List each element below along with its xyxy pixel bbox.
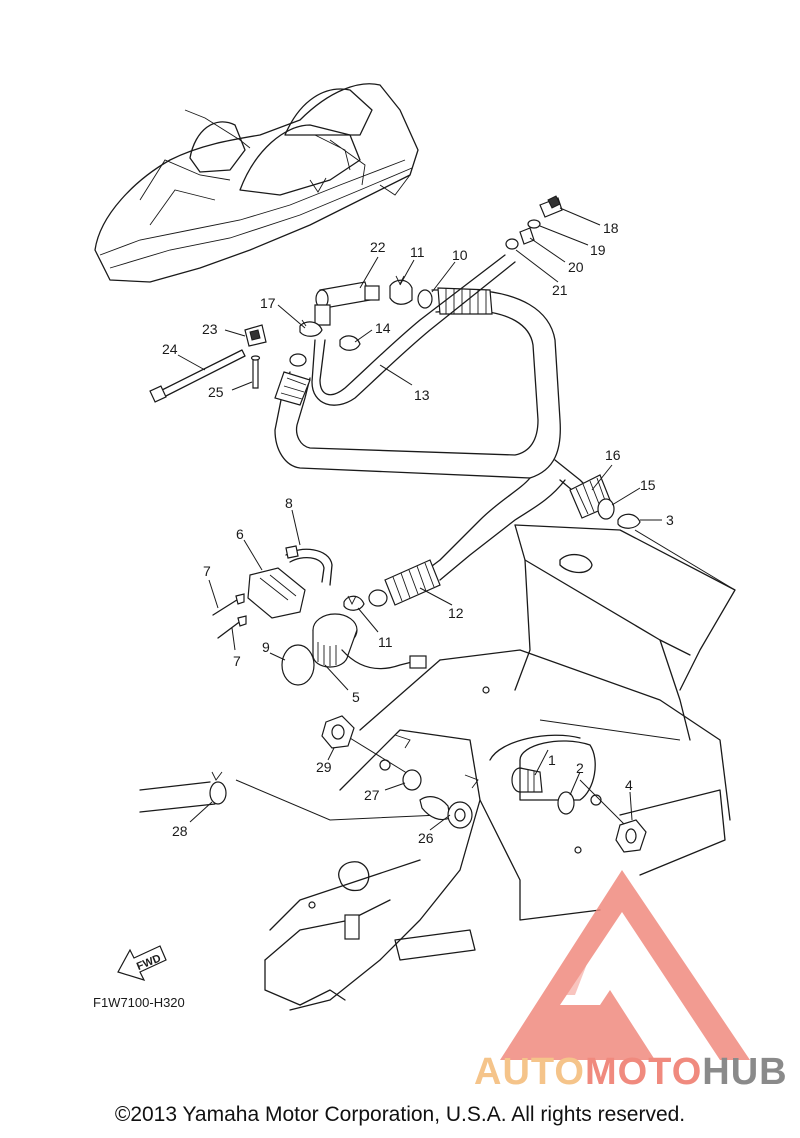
fitting-22 xyxy=(314,281,380,326)
callout-13: 13 xyxy=(414,387,430,403)
clamp-11-bottom xyxy=(343,595,365,611)
watermark-logo: AUTOMOTOHUB xyxy=(474,1052,788,1092)
watermark-word-auto: AUTO xyxy=(474,1051,585,1093)
hose-bellows-left xyxy=(274,353,311,406)
hose-bellows-bottom xyxy=(368,559,441,607)
callout-24: 24 xyxy=(162,341,178,357)
callout-18: 18 xyxy=(603,220,619,236)
hose-28 xyxy=(139,771,227,813)
fwd-arrow-icon: FWD xyxy=(117,945,167,981)
callout-26: 26 xyxy=(418,830,434,846)
callout-16: 16 xyxy=(605,447,621,463)
callout-22: 22 xyxy=(370,239,386,255)
screw-7-lower xyxy=(217,615,247,639)
callout-2: 2 xyxy=(576,760,584,776)
callout-11-top: 11 xyxy=(410,244,425,260)
callout-21: 21 xyxy=(552,282,568,298)
hull-section xyxy=(264,524,736,1011)
nut-4 xyxy=(615,819,647,853)
pin-25 xyxy=(250,355,261,389)
band-8 xyxy=(285,545,333,586)
callout-23: 23 xyxy=(202,321,218,337)
holder-23 xyxy=(244,324,267,347)
callout-29: 29 xyxy=(316,759,332,775)
diagram-code: F1W7100-H320 xyxy=(93,995,185,1010)
washer-2 xyxy=(557,791,575,815)
leader-lines xyxy=(177,207,662,831)
nut-20 xyxy=(519,227,535,245)
vent-hose-assembly xyxy=(274,195,641,611)
callout-5: 5 xyxy=(352,689,360,705)
watermark-word-moto: MOTO xyxy=(584,1051,703,1093)
callout-17: 17 xyxy=(260,295,276,311)
washer-19 xyxy=(527,219,541,229)
bracket-6 xyxy=(247,567,306,619)
callout-28: 28 xyxy=(172,823,188,839)
fitting-26 xyxy=(419,796,473,829)
screw-7-upper xyxy=(212,593,245,616)
callout-10: 10 xyxy=(452,247,468,263)
callout-8: 8 xyxy=(285,495,293,511)
callout-1: 1 xyxy=(548,752,556,768)
callout-4: 4 xyxy=(625,777,633,793)
callout-12: 12 xyxy=(448,605,464,621)
callout-11-bottom: 11 xyxy=(378,634,393,650)
watermark-word-hub: HUB xyxy=(702,1051,788,1093)
callout-labels: 1 2 3 4 5 6 7 7 8 9 10 11 11 12 13 14 15… xyxy=(162,220,674,846)
bilge-pump-5 xyxy=(312,613,427,670)
watercraft-overview xyxy=(94,83,419,283)
callout-20: 20 xyxy=(568,259,584,275)
callout-7-upper: 7 xyxy=(203,563,211,579)
washer-27 xyxy=(402,769,422,791)
hose-bellows-right xyxy=(569,474,615,520)
callout-6: 6 xyxy=(236,526,244,542)
callout-25: 25 xyxy=(208,384,224,400)
callout-3: 3 xyxy=(666,512,674,528)
callout-27: 27 xyxy=(364,787,380,803)
callout-15: 15 xyxy=(640,477,656,493)
clamp-14 xyxy=(339,335,361,351)
cap-9 xyxy=(281,644,315,686)
cable-tie-24 xyxy=(149,349,246,403)
callout-9: 9 xyxy=(262,639,270,655)
callout-14: 14 xyxy=(375,320,391,336)
bolt-18 xyxy=(539,195,563,218)
collar-21 xyxy=(505,238,519,250)
callout-7-lower: 7 xyxy=(233,653,241,669)
fitting-1 xyxy=(511,767,543,793)
nut-29 xyxy=(321,715,355,749)
automotohub-logo-icon xyxy=(500,870,750,1060)
clamp-11-top xyxy=(389,275,413,305)
copyright-footer: ©2013 Yamaha Motor Corporation, U.S.A. A… xyxy=(114,1103,686,1126)
callout-19: 19 xyxy=(590,242,606,258)
clamp-3 xyxy=(617,513,641,529)
clamp-17 xyxy=(299,319,323,337)
